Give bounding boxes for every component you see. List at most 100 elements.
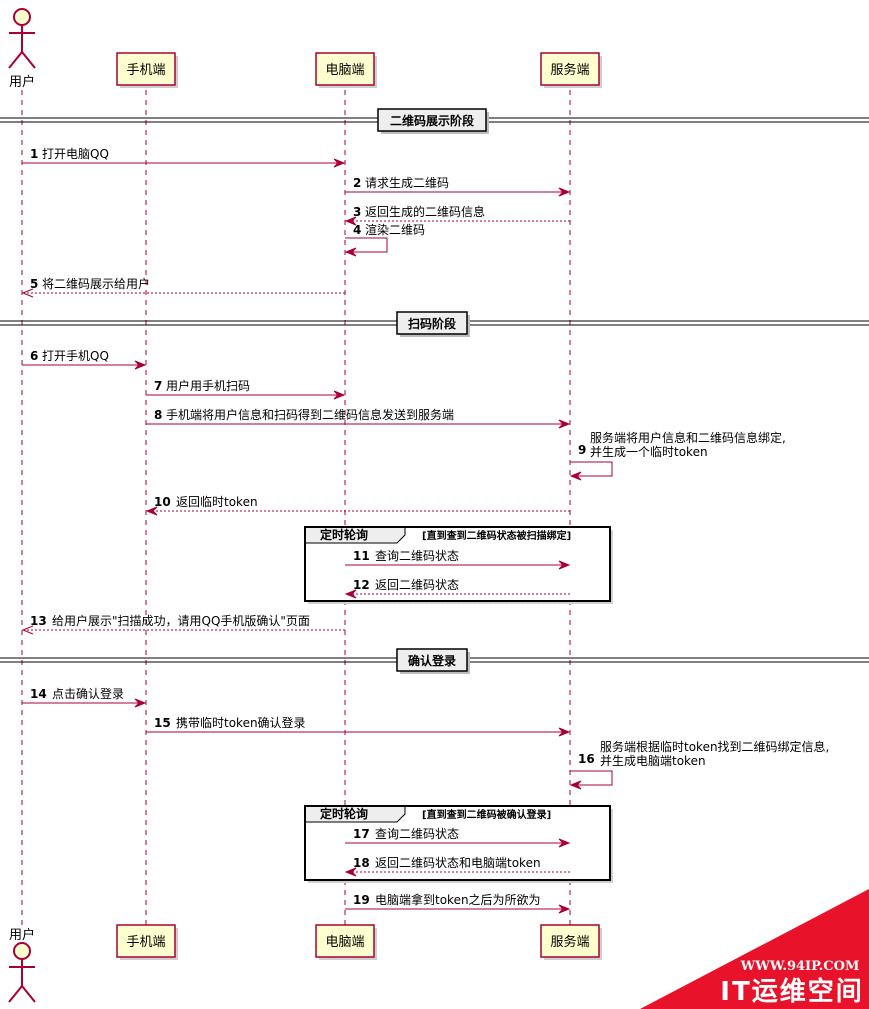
message-number: 9 [578,443,586,457]
self-arrow-line [570,770,613,786]
message-text: 返回二维码状态 [375,578,459,592]
loop-border [304,526,611,602]
message-text: 查询二维码状态 [375,827,459,841]
actor-head [13,942,31,960]
actor-head [13,8,31,26]
arrowhead [558,419,571,429]
arrowhead [134,360,147,370]
message-18: 18 返回二维码状态和电脑端token [344,856,570,877]
message-10: 10 返回临时token [145,495,570,516]
divider-label: 确认登录 [408,653,456,668]
message-number: 5 [30,277,38,291]
message-3: 3 返回生成的二维码信息 [344,204,570,226]
participant-label-server: 服务端 [550,62,589,78]
arrowhead [145,506,158,516]
message-text: 返回二维码状态和电脑端token [375,856,541,870]
arrowhead [344,247,357,257]
arrowhead [558,187,571,197]
message-text: 携带临时token确认登录 [176,715,306,730]
participant-box [540,52,600,86]
message-text: 用户用手机扫码 [166,378,250,393]
divider-label: 扫码阶段 [408,316,457,331]
message-number: 16 [578,752,595,766]
message-5: 5 将二维码展示给用户 [21,276,345,298]
loop-frames: 定时轮询[直到查到二维码状态被扫描绑定]定时轮询[直到查到二维码被确认登录] [304,526,613,883]
message-text: 查询二维码状态 [375,549,459,563]
message-number: 15 [154,716,171,730]
message-16: 16 服务端根据临时token找到二维码绑定信息,并生成电脑端token [569,739,829,790]
message-number: 3 [353,205,361,219]
participant-phone-bottom: 手机端 [116,924,178,960]
participant-label-phone: 手机端 [126,63,165,78]
message-text: 将二维码展示给用户 [42,276,150,291]
participant-label-server: 服务端 [550,934,589,950]
actor-legs [8,984,36,1003]
participant-label-pc: 电脑端 [325,63,364,78]
participant-box [116,52,176,86]
message-text: 返回生成的二维码信息 [365,204,485,219]
arrowhead [344,589,357,599]
participant-pc-top: 电脑端 [315,52,377,88]
participant-phone-top: 手机端 [116,52,178,88]
loop-border [304,805,611,881]
arrowhead [21,625,34,635]
message-number: 18 [353,856,370,870]
message-number: 12 [353,578,370,592]
participant-label-phone: 手机端 [126,935,165,950]
message-text: 服务端将用户信息和二维码信息绑定, [590,430,786,445]
divider-box [396,311,468,335]
message-text: 给用户展示"扫描成功，请用QQ手机版确认"页面 [52,613,310,628]
message-text: 返回临时token [176,495,258,509]
message-number: 7 [154,379,162,393]
arrowhead [333,390,346,400]
message-number: 14 [30,687,47,701]
arrowhead [344,867,357,877]
arrowhead [569,471,582,481]
watermark-brand: IT运维空间 [720,976,863,1007]
lifelines [21,90,571,928]
message-text: 并生成一个临时token [590,445,708,459]
message-number: 6 [30,349,38,363]
message-number: 2 [353,176,361,190]
message-text: 并生成电脑端token [600,754,706,768]
loop-title: 定时轮询 [320,806,368,821]
message-9: 9 服务端将用户信息和二维码信息绑定,并生成一个临时token [569,430,786,481]
participant-label-pc: 电脑端 [325,935,364,950]
divider-1: 二维码展示阶段 [0,108,869,134]
divider-3: 确认登录 [0,648,869,674]
message-number: 13 [30,614,47,628]
loop-title: 定时轮询 [320,527,368,542]
message-7: 7 用户用手机扫码 [146,378,346,400]
participant-server-top: 服务端 [540,52,602,88]
divider-2: 扫码阶段 [0,311,869,337]
message-number: 11 [353,549,370,563]
arrowhead [558,838,571,848]
divider-label: 二维码展示阶段 [390,113,475,128]
participant-label-user: 用户 [9,927,35,943]
arrowhead [344,216,357,226]
participant-box [540,924,600,958]
arrowhead [333,158,346,168]
message-number: 17 [353,827,370,841]
participant-label-user: 用户 [9,74,35,90]
message-number: 10 [154,495,171,509]
divider-box [396,648,468,672]
message-11: 11 查询二维码状态 [345,549,571,570]
message-text: 渲染二维码 [365,222,425,237]
message-text: 服务端根据临时token找到二维码绑定信息, [600,739,829,754]
message-text: 点击确认登录 [52,686,124,701]
message-text: 打开电脑QQ [42,147,109,161]
message-14: 14 点击确认登录 [22,686,147,708]
participant-box [315,924,375,958]
participant-box [116,924,176,958]
